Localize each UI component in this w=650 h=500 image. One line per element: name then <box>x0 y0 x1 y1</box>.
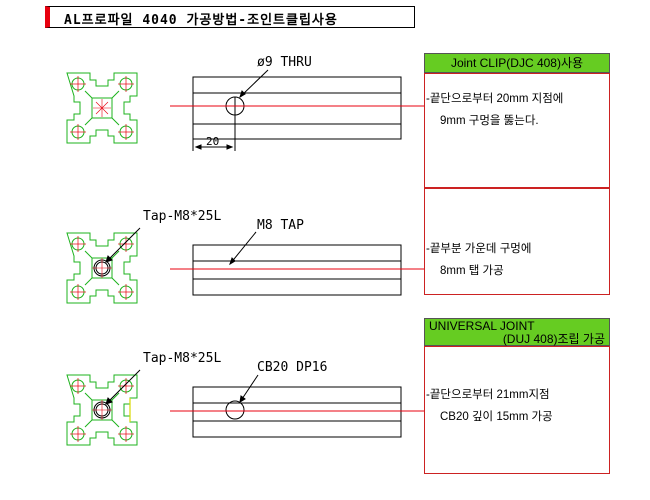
note-box-2 <box>424 188 610 295</box>
tap-callout-2: Tap-M8*25L <box>143 209 221 224</box>
note-3-line-1: -끝단으로부터 21mm지점 <box>426 389 550 401</box>
title-bar: AL프로파일 4040 가공방법-조인트클립사용 <box>45 6 415 28</box>
note-box-1 <box>424 73 610 188</box>
note-1-line-1: -끝단으로부터 20mm 지점에 <box>426 93 564 105</box>
note-2-line-2: 8mm 탭 가공 <box>440 265 504 277</box>
profile-side-view-3 <box>192 374 402 438</box>
note-3: -끝단으로부터 21mm지점 CB20 깊이 15mm 가공 <box>426 384 553 428</box>
page-title: AL프로파일 4040 가공방법-조인트클립사용 <box>64 13 338 28</box>
profile-side-view-2 <box>192 231 402 296</box>
profile-cross-section-3 <box>66 374 138 446</box>
note-1: -끝단으로부터 20mm 지점에 9mm 구멍을 뚫는다. <box>426 88 563 132</box>
note-box-3 <box>424 346 610 474</box>
tap-leader-3 <box>105 369 141 405</box>
hole-label-2: M8 TAP <box>257 218 304 233</box>
tap-leader-2 <box>105 227 141 263</box>
universal-joint-header-line-2: (DUJ 408)조립 가공 <box>502 332 605 346</box>
profile-cross-section-1 <box>66 72 138 144</box>
profile-side-view-1 <box>192 69 402 151</box>
universal-joint-header-line-1: UNIVERSAL JOINT <box>429 319 535 333</box>
dimension-label-20: 20 <box>206 135 219 148</box>
joint-clip-header-text: Joint CLIP(DJC 408)사용 <box>450 56 584 70</box>
note-3-line-2: CB20 깊이 15mm 가공 <box>440 411 553 423</box>
hole-label-1: ø9 THRU <box>257 55 312 70</box>
note-1-line-2: 9mm 구멍을 뚫는다. <box>440 115 539 127</box>
universal-joint-header: UNIVERSAL JOINT (DUJ 408)조립 가공 <box>424 318 610 346</box>
joint-clip-header: Joint CLIP(DJC 408)사용 <box>424 53 610 73</box>
profile-cross-section-2 <box>66 232 138 304</box>
note-2-line-1: -끝부분 가운데 구멍에 <box>426 243 532 255</box>
note-2: -끝부분 가운데 구멍에 8mm 탭 가공 <box>426 238 531 282</box>
tap-callout-3: Tap-M8*25L <box>143 351 221 366</box>
hole-label-3: CB20 DP16 <box>257 360 327 375</box>
